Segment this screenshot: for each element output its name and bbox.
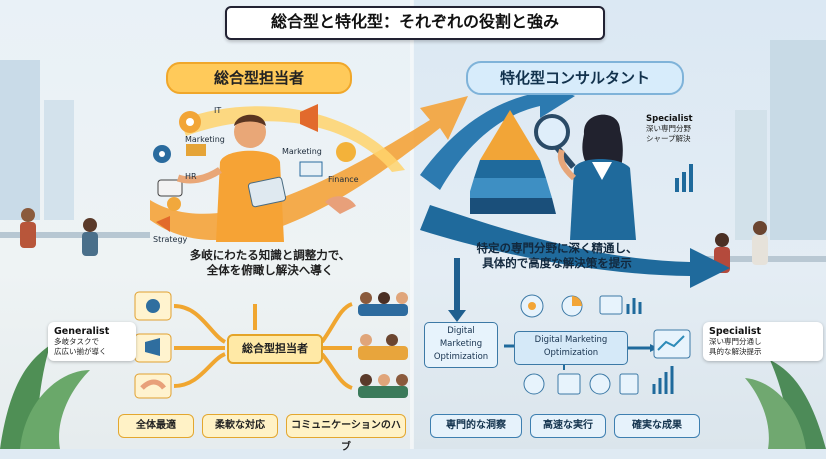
down-arrow [448,258,466,322]
box2-line2: Optimization [543,348,599,358]
magnifier-icon [523,373,545,395]
generalist-hub-box: 総合型担当者 [227,334,323,364]
tag-marketing-1: Marketing [185,135,225,144]
pie-chart-icon [589,373,611,395]
handshake-icon-box [134,373,172,399]
generalist-side-label: Generalist 多岐タスクで 広広い揃が導く [48,322,136,361]
bar-chart-icon [675,178,679,192]
box1-line3: Optimization [433,352,489,362]
team-avatar [396,292,408,304]
badge-communication-hub: コミュニケーションのハブ [286,414,406,453]
specialist-illustration [470,110,693,240]
building-left-2 [44,100,74,220]
plant-left-2 [20,370,90,449]
generalist-caption-line1: 多岐にわたる知識と調整力で、 [189,248,351,262]
digital-marketing-box-2: Digital Marketing Optimization [514,331,628,365]
team-avatar [378,374,390,386]
tag-strategy: Strategy [153,235,188,244]
badge-fast-execution: 高速な実行 [530,414,606,438]
megaphone-icon [156,216,170,232]
badge-reliable-results: 確実な成果 [614,414,700,438]
center-divider [410,0,414,449]
specialist-flow [504,294,691,395]
building-right [770,40,826,240]
megaphone-icon [300,104,318,132]
specialist-side-title: Specialist [709,326,762,337]
specialist-top-note: Specialist 深い専門分野 シャープ解決 [640,110,734,148]
tablet-icon [247,176,287,208]
generalist-side-line2: 広広い揃が導く [54,347,107,356]
blue-wide-arrow [420,205,730,288]
generalist-side-line1: 多岐タスクで [54,337,99,346]
tag-hr: HR [185,172,197,181]
generalist-caption-line2: 全体を俯瞰し解決へ導く [206,263,334,277]
checklist-icon [619,373,639,395]
background-person-3 [753,221,767,235]
team-avatar [360,334,372,346]
background-person-4 [715,233,729,247]
orange-curve-arrow [150,96,468,241]
background-scenery [0,40,826,449]
chart-icon [299,161,323,177]
building-left [0,60,40,220]
digital-marketing-box-1: Digital Marketing Optimization [424,322,498,368]
specialist-top-note-line1: 深い専門分野 [646,124,691,133]
badge-overall-optimization: 全体最適 [118,414,194,438]
specialist-blazer [570,159,636,240]
generalist-flow [134,291,408,399]
tag-finance: Finance [328,175,359,184]
document-icon [599,295,623,315]
specialist-top-note-line2: シャープ解決 [646,134,691,143]
background-person-2 [83,218,97,232]
badge-flexible-response: 柔軟な対応 [202,414,278,438]
team-avatar [378,292,390,304]
team-avatar [360,374,372,386]
line-chart-icon [557,373,581,395]
specialist-side-label: Specialist 深い専門分通し 具的な解決提示 [703,322,823,361]
generalist-sweater [216,150,284,242]
team-avatar [360,292,372,304]
chart-icon [157,179,183,197]
pyramid-icon [480,110,540,160]
box1-line2: Marketing [439,339,483,349]
magnifier-icon [534,114,570,150]
desk-left [0,232,150,238]
tag-it: IT [214,106,222,115]
team-avatar [386,334,398,346]
tag-marketing-2: Marketing [282,147,322,156]
specialist-side-line1: 深い専門分通し [709,337,762,346]
handshake-icon [325,196,356,214]
generalist-heading: 総合型担当者 [166,62,352,94]
specialist-caption-line1: 特定の専門分野に深く精通し、 [476,241,638,255]
plant-right [770,360,826,449]
background-person-1 [21,208,35,222]
box1-line1: Digital [447,326,475,336]
generalist-illustration [153,104,356,242]
specialist-top-note-title: Specialist [646,114,693,124]
generalist-face [234,116,266,148]
generalist-caption: 多岐にわたる知識と調整力で、 全体を俯瞰し解決へ導く [150,248,390,278]
bar-chart-icon [652,366,674,394]
plant-right-2 [745,378,806,449]
page-title: 総合型と特化型：それぞれの役割と強み [225,6,605,40]
specialist-caption-line2: 具体的で高度な解決策を提示 [482,256,632,270]
money-bag-icon [336,142,356,162]
badge-expert-insight: 専門的な洞察 [430,414,522,438]
generalist-side-title: Generalist [54,326,110,337]
specialist-heading: 特化型コンサルタント [466,61,684,95]
bar-chart-icon [626,298,642,314]
specialist-caption: 特定の専門分野に深く精通し、 具体的で高度な解決策を提示 [450,241,664,271]
chart-icon [186,144,206,156]
building-right-2 [735,110,767,240]
team-avatar [396,374,408,386]
specialist-side-line2: 具的な解決提示 [709,347,762,356]
gear-icon [167,197,181,211]
box2-line1: Digital Marketing [534,335,608,345]
